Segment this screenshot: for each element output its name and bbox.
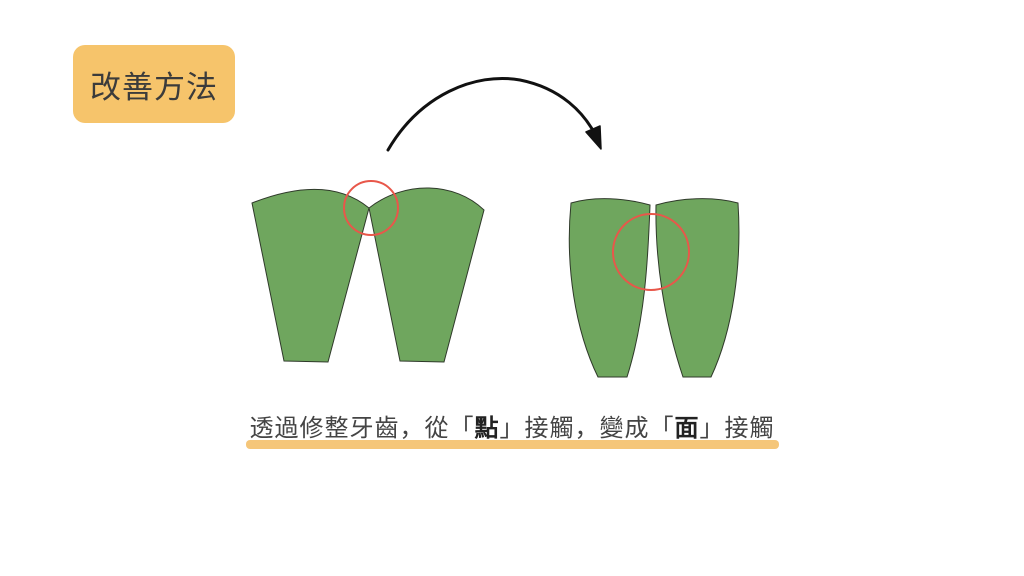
arrow-curve [386, 77, 600, 152]
caption-part-3: 」接觸 [699, 414, 775, 442]
caption-text: 透過修整牙齒，從「點」接觸，變成「面」接觸 [250, 414, 775, 442]
caption-surface-word: 面 [674, 414, 700, 442]
tooth-before-right [368, 187, 485, 363]
surface-contact-circle [612, 213, 690, 291]
tooth-after-right [655, 198, 740, 378]
caption-part-2: 」接觸，變成「 [499, 414, 675, 442]
caption-point-word: 點 [474, 414, 500, 442]
caption: 透過修整牙齒，從「點」接觸，變成「面」接觸 [245, 408, 779, 449]
caption-row: 透過修整牙齒，從「點」接觸，變成「面」接觸 [0, 408, 1024, 449]
tooth-after-left [568, 198, 651, 378]
transition-arrow [386, 77, 602, 152]
teeth-before [251, 180, 485, 363]
title-badge-label: 改善方法 [90, 69, 218, 106]
caption-part-1: 透過修整牙齒，從「 [249, 414, 475, 442]
caption-highlight [245, 440, 779, 449]
point-contact-circle [343, 180, 399, 236]
tooth-before-left [251, 188, 370, 363]
title-badge: 改善方法 [73, 45, 235, 123]
teeth-after [568, 198, 740, 378]
arrow-head-icon [585, 125, 602, 150]
